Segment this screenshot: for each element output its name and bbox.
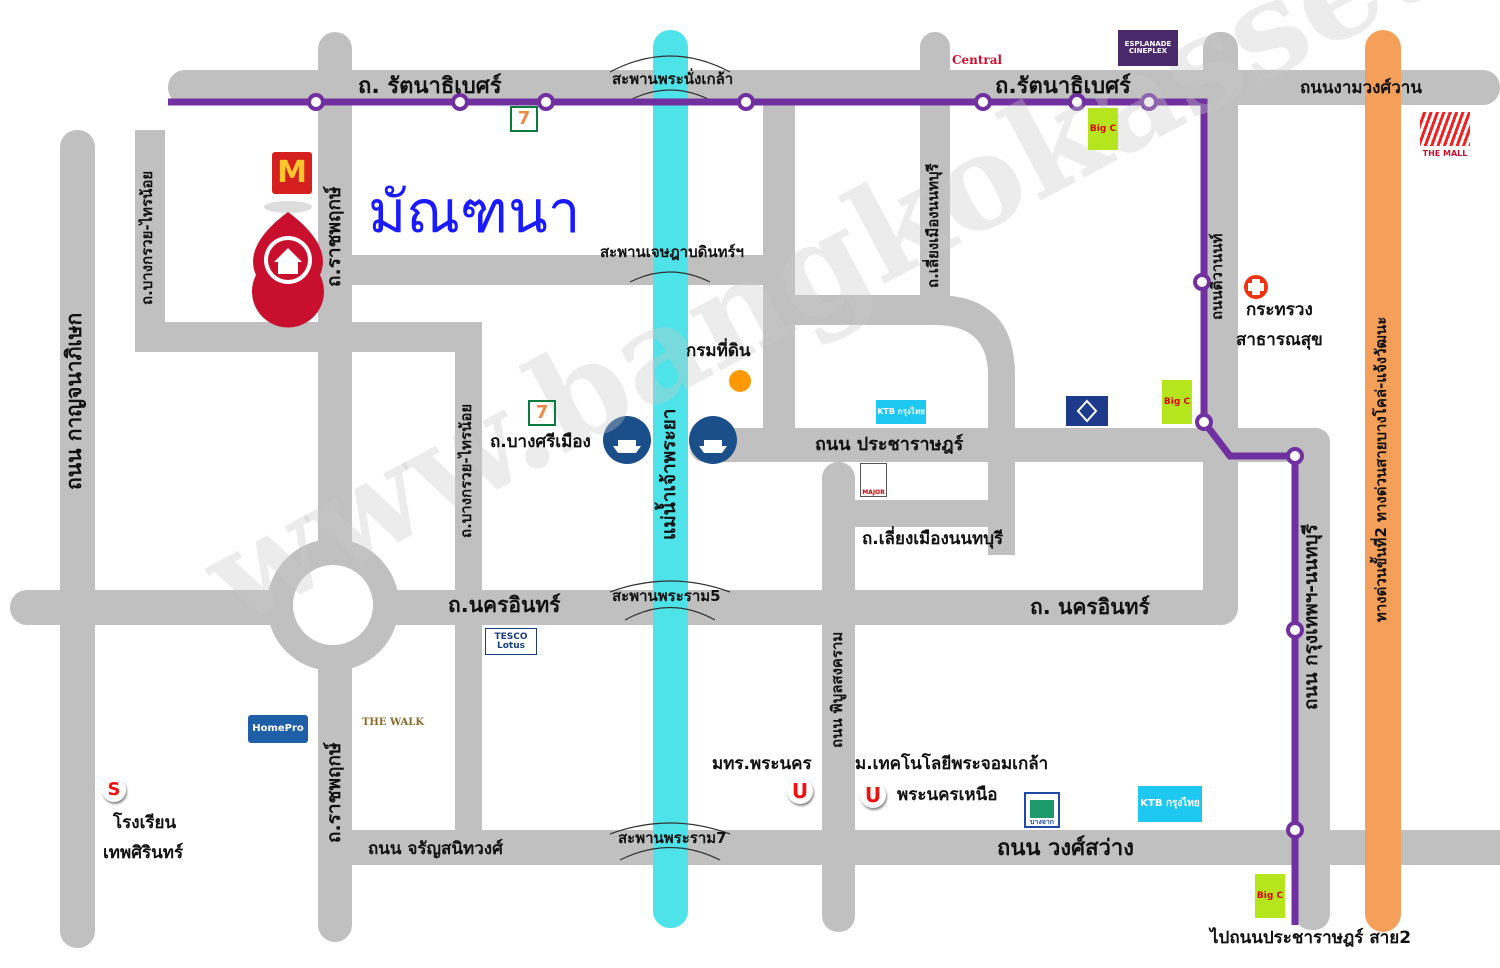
metro-station-icon <box>737 93 755 111</box>
road-kanchanaphisek <box>60 130 95 948</box>
tesco-lotus-logo: TESCO Lotus <box>485 628 537 655</box>
road-label: ไปถนนประชาราษฎร์ สาย2 <box>1210 928 1412 948</box>
metro-station-icon <box>1195 413 1213 431</box>
esplanade-logo: ESPLANADE CINEPLEX <box>1118 30 1178 66</box>
road-label: ถนน จรัญสนิทวงศ์ <box>368 839 503 859</box>
place-label: เทพศิรินทร์ <box>103 843 184 863</box>
ferry-icon <box>689 416 737 464</box>
place-label: พระนครเหนือ <box>897 785 998 805</box>
ktb-logo: KTB กรุงไทย <box>876 400 926 424</box>
place-label: ม.เทคโนโลยีพระจอมเกล้า <box>855 754 1049 774</box>
bank-icon <box>1066 396 1108 426</box>
bridge-label: สะพานพระราม5 <box>612 587 721 605</box>
school-icon: S <box>102 778 126 802</box>
metro-station-icon <box>974 93 992 111</box>
bigc-logo: Big C <box>1162 380 1192 424</box>
university-icon: U <box>787 778 813 804</box>
expressway <box>1365 30 1401 932</box>
road-pracharat <box>690 428 1330 462</box>
road-label: ทางด่วนขั้นที่2 ทางด่วนสายบางโคล่-แจ้งวั… <box>1372 316 1390 622</box>
road-bypass-south <box>855 500 1015 527</box>
bridge-label: สะพานเจษฎาบดินทร์ฯ <box>600 243 744 261</box>
road-bangkruai-lower <box>455 322 482 842</box>
road-label: ถ. รัตนาธิเบศร์ <box>358 74 502 99</box>
road-wongsawang <box>352 830 1500 865</box>
ktb-logo: KTB กรุงไทย <box>1138 786 1202 822</box>
central-logo: Central <box>951 53 1003 67</box>
metro-station-icon <box>1140 93 1158 111</box>
bangchak-logo: บางจาก <box>1024 792 1060 828</box>
bigc-logo: Big C <box>1088 108 1118 150</box>
university-icon: U <box>860 782 886 808</box>
bridge-label: สะพานพระราม7 <box>618 829 727 847</box>
road-label: ถ.นครอินทร์ <box>448 593 561 617</box>
road-phibun <box>822 462 855 932</box>
road-bypass-curve <box>795 295 1015 555</box>
road-label: ถ.บางกรวย-ไทรน้อย <box>457 403 475 538</box>
metro-station-icon <box>537 93 555 111</box>
the-walk-logo: THE WALK <box>361 717 425 728</box>
seven-eleven-logo: 7 <box>510 106 538 132</box>
hospital-cross-icon <box>1244 275 1268 299</box>
road-label: ถ.บางกรวย-ไทรน้อย <box>138 170 156 305</box>
road-label: ถ.บางศรีเมือง <box>490 432 591 452</box>
road-label: ถนนติวานนท์ <box>1208 233 1226 320</box>
major-logo: MAJOR <box>860 463 887 497</box>
seven-eleven-logo: 7 <box>528 400 556 426</box>
project-title: มัณฑนา <box>368 178 581 246</box>
road-label: ถ.ราชพฤกษ์ <box>323 742 345 843</box>
road-ratchaphruek <box>318 32 352 942</box>
road-tiwanon <box>1203 32 1238 622</box>
road-jessada <box>352 255 795 285</box>
place-label: สาธารณสุข <box>1236 330 1323 350</box>
metro-station-icon <box>1068 93 1086 111</box>
metro-station-icon <box>1286 621 1304 639</box>
road-label: ถนน กาญจนาภิเษก <box>62 312 86 490</box>
bridge-label: สะพานพระนั่งเกล้า <box>612 70 734 88</box>
land-office-dot-icon <box>729 370 751 392</box>
road-krungthep-nonthaburi <box>1295 428 1330 930</box>
the-mall-logo: THE MALL <box>1420 112 1470 158</box>
bridge-arcs <box>609 55 731 861</box>
road-label: ถ.รัตนาธิเบศร์ <box>995 74 1131 99</box>
bigc-logo: Big C <box>1255 874 1285 918</box>
metro-purple-line <box>168 98 1299 925</box>
river-chao-phraya <box>653 30 688 928</box>
road-label: ถ. นครอินทร์ <box>1030 595 1150 619</box>
ferry-icon <box>603 416 651 464</box>
road-label: ถนน ประชาราษฎร์ <box>815 434 964 455</box>
road-label: ถนน วงศ์สว่าง <box>997 836 1134 861</box>
mcdonalds-logo: M <box>272 152 312 194</box>
home-pin-icon <box>252 201 324 328</box>
road-label: ถ.เลี่ยงเมืองนนทบุรี <box>924 163 942 288</box>
homepro-logo: HomePro <box>248 715 308 743</box>
road-inner-vertical <box>763 100 795 462</box>
metro-station-icon <box>451 93 469 111</box>
metro-stations <box>307 93 1304 839</box>
road-label: ถนน กรุงเทพฯ-นนทบุรี <box>1300 524 1322 710</box>
road-bangkruai-upper <box>135 130 165 352</box>
place-label: มทร.พระนคร <box>712 754 812 774</box>
place-label: กระทรวง <box>1246 300 1313 320</box>
road-label: ถ.เลี่ยงเมืองนนทบุรี <box>862 529 1004 549</box>
metro-station-icon <box>1193 273 1211 291</box>
metro-station-icon <box>1286 821 1304 839</box>
place-label: กรมที่ดิน <box>686 341 751 361</box>
road-label: ถนน พิบูลสงคราม <box>828 631 846 748</box>
road-bangkruai-link <box>135 322 482 352</box>
road-rattanathibet <box>168 70 1500 105</box>
river-label: แม่น้ำเจ้าพระยา <box>658 408 680 540</box>
metro-station-icon <box>1286 447 1304 465</box>
road-label: ถ.ราชพฤกษ์ <box>323 186 345 287</box>
metro-station-icon <box>307 93 325 111</box>
road-label: ถนนงามวงศ์วาน <box>1300 78 1422 98</box>
place-label: โรงเรียน <box>113 813 177 833</box>
